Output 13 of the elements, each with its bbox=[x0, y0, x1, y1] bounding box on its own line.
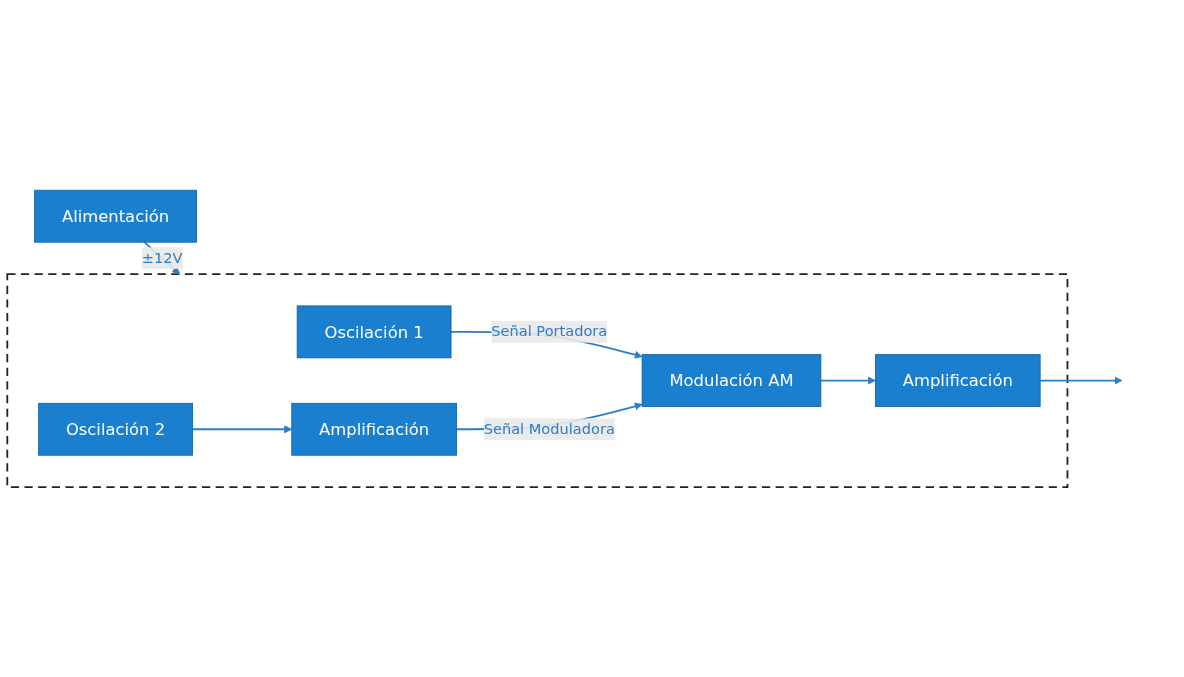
edge-label: Señal Moduladora bbox=[483, 419, 615, 438]
node-box: Modulación AM bbox=[641, 353, 822, 407]
edge-label: Señal Portadora bbox=[491, 322, 608, 340]
arrow bbox=[819, 376, 876, 385]
node-box: Amplificación bbox=[291, 402, 457, 456]
node-box: Oscilación 2 bbox=[38, 402, 193, 456]
arrow bbox=[1039, 376, 1123, 385]
node-box: Oscilación 1 bbox=[296, 305, 452, 359]
arrow bbox=[191, 425, 293, 434]
cluster bbox=[6, 272, 1069, 488]
edge-label: ±12V bbox=[141, 248, 183, 267]
node-box: Amplificación bbox=[875, 353, 1041, 407]
node-box: Alimentación bbox=[34, 189, 197, 243]
